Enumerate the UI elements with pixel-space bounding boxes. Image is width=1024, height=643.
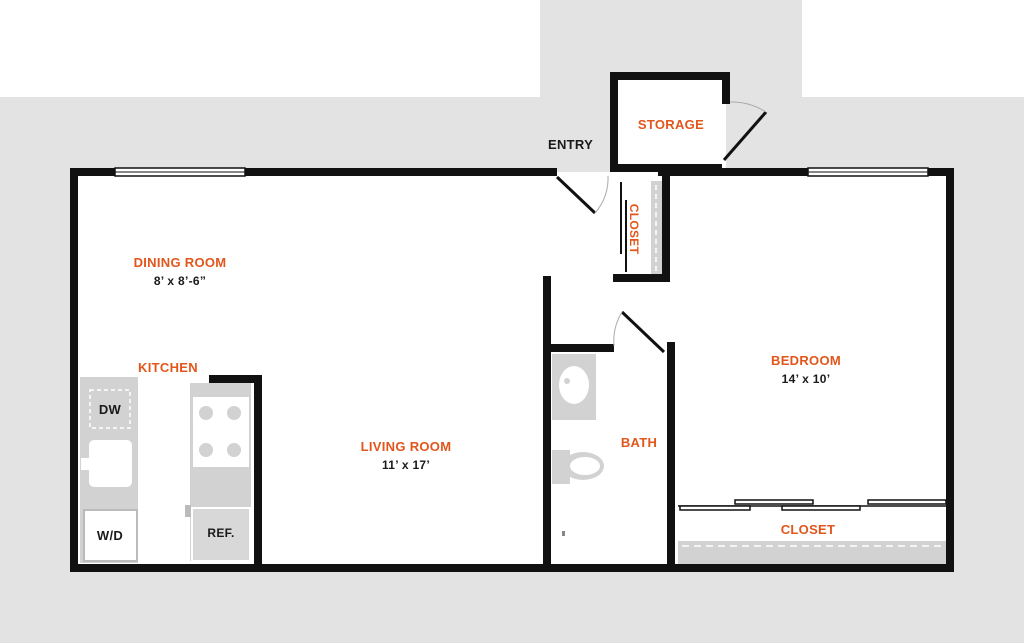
kitchen-sink <box>89 440 132 487</box>
sink-drain <box>564 378 570 384</box>
storage-floor <box>614 76 726 168</box>
bedroom-label: BEDROOM <box>771 353 841 368</box>
burner <box>199 443 213 457</box>
refrigerator-label: REF. <box>207 526 234 540</box>
entry-door <box>555 175 597 215</box>
refrigerator <box>191 507 251 562</box>
bath-sink <box>559 366 589 404</box>
dining-room-label: DINING ROOM <box>134 255 227 270</box>
kitchen-faucet <box>81 458 89 470</box>
sliding-door <box>867 499 947 505</box>
burner <box>199 406 213 420</box>
dining-room-dims: 8’ x 8’-6” <box>154 274 206 288</box>
doors <box>555 101 947 511</box>
sliding-door <box>679 505 751 511</box>
entry-closet-label: CLOSET <box>627 204 641 255</box>
bath-fixtures <box>552 354 604 536</box>
bath-label: BATH <box>621 435 657 450</box>
bath-door <box>620 310 666 354</box>
floor-drain <box>562 531 565 536</box>
dishwasher-label: DW <box>99 402 122 417</box>
storage-door <box>722 111 768 161</box>
refrigerator-handle <box>185 505 191 517</box>
windows <box>114 167 929 177</box>
sliding-door <box>781 505 861 511</box>
washer-dryer <box>83 509 138 562</box>
bedroom-dims: 14’ x 10’ <box>782 372 831 386</box>
dishwasher <box>89 389 131 429</box>
burner <box>227 443 241 457</box>
bedroom-closet-label: CLOSET <box>781 522 836 537</box>
range <box>193 397 249 467</box>
closet-shelf <box>651 181 662 275</box>
washer-dryer-label: W/D <box>97 528 123 543</box>
room-labels: ENTRY STORAGE CLOSET DINING ROOM 8’ x 8’… <box>97 117 841 543</box>
kitchen-label: KITCHEN <box>138 360 198 375</box>
entry-label: ENTRY <box>548 137 593 152</box>
kitchen-fixtures <box>80 377 251 563</box>
bedroom-closet-shelf <box>678 541 946 564</box>
toilet-bowl <box>570 457 600 475</box>
storage-label: STORAGE <box>638 117 704 132</box>
bedroom-closet-fixtures <box>678 541 946 564</box>
living-room-label: LIVING ROOM <box>361 439 452 454</box>
bath-door-swing <box>613 311 623 347</box>
storage-door-swing <box>729 101 767 113</box>
entry-closet-fixtures <box>651 181 662 275</box>
living-room-dims: 11’ x 17’ <box>382 458 430 472</box>
burner <box>227 406 241 420</box>
entry-door-swing <box>594 175 609 214</box>
sliding-door <box>734 499 814 505</box>
